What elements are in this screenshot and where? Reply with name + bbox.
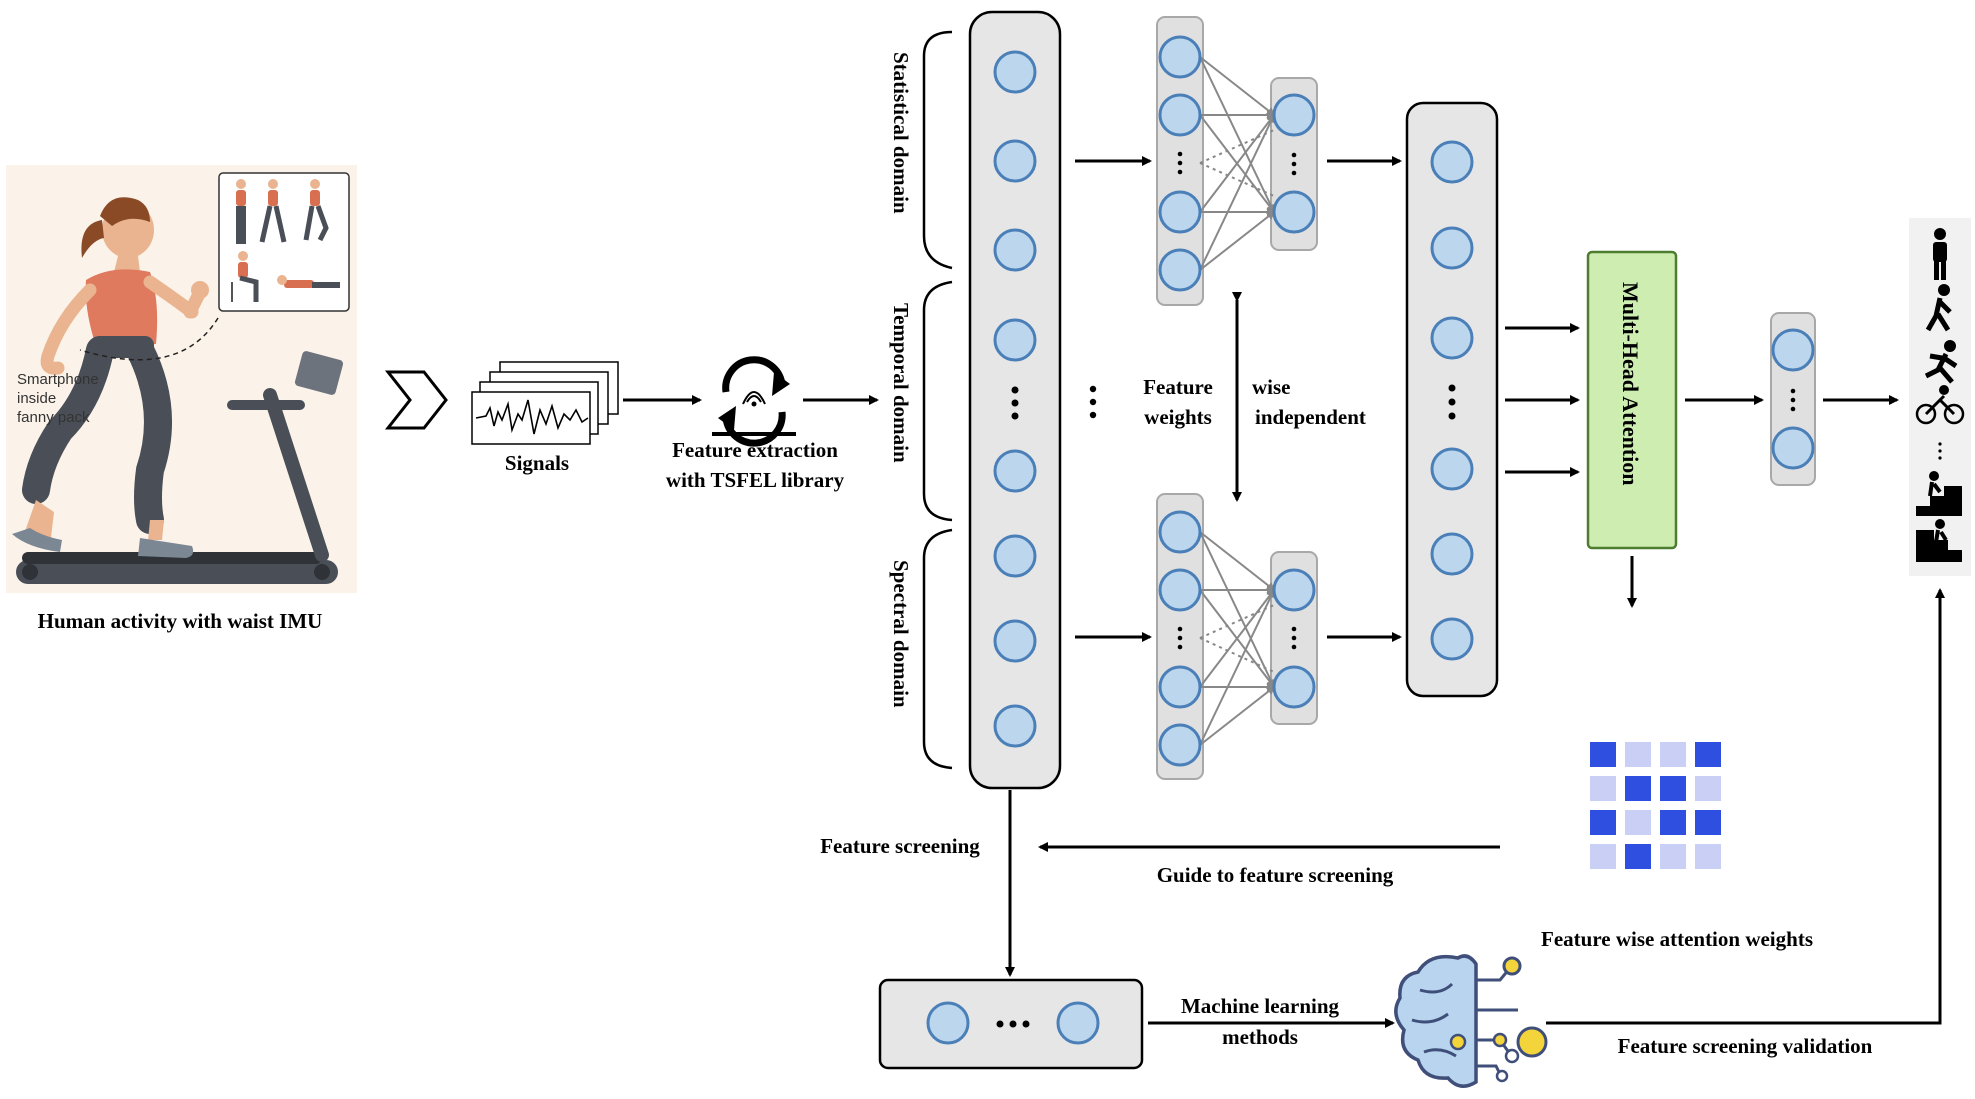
callout-line-1: Smartphone [17,371,99,388]
signals-label: Signals [505,451,569,475]
runner-figure [12,197,209,558]
attention-weights-heatmap [1590,742,1721,869]
downstairs-icon [1916,519,1962,562]
feature-node [993,50,1037,94]
upstairs-icon [1916,471,1962,516]
statistical-domain-label: Statistical domain [889,52,913,214]
temporal-domain-label: Temporal domain [889,303,913,463]
brace-statistical [922,30,953,270]
feature-node [993,228,1037,272]
left-caption: Human activity with waist IMU [38,609,323,633]
wise-line-2: independent [1255,405,1366,429]
standing-icon [1933,228,1947,280]
top-subnetwork [1156,16,1318,306]
attention-label: Multi-Head Attention [1618,282,1643,486]
bottom-subnetwork [1156,493,1318,780]
brace-temporal [922,280,953,522]
connections [1199,56,1276,271]
feature-weights-line-1: Feature [1143,375,1213,399]
domain-braces [922,30,953,770]
signals-stack-icon [471,361,619,445]
feature-node [993,534,1037,578]
feature-weights-line-2: weights [1144,405,1212,429]
feature-node [993,619,1037,663]
spectral-domain-label: Spectral domain [889,560,913,708]
feature-node [993,139,1037,183]
callout-line-2: inside [17,390,56,407]
cycling-icon [1915,385,1965,425]
ellipsis-dots [1011,386,1019,420]
extraction-line-1: Feature extraction [672,438,838,462]
merged-column [1405,101,1499,698]
wise-line-1: wise [1252,375,1291,399]
validation-label: Feature screening validation [1618,1034,1873,1058]
multi-head-attention-block [1586,250,1678,550]
activity-thumbnails-box [79,172,350,361]
feature-node [993,449,1037,493]
feature-node [993,318,1037,362]
human-activity-illustration: Smartphone inside fanny pack [6,165,357,593]
feature-column [968,10,1062,790]
walking-icon [1925,284,1952,332]
brace-spectral [922,528,953,770]
output-column [1770,312,1816,486]
treadmill-icon [16,351,344,584]
ellipsis-dots-mid [1089,385,1097,419]
running-icon [1924,340,1958,384]
selected-features-box [878,978,1144,1070]
activity-icons-panel [1909,218,1971,576]
ml-line-2: methods [1222,1025,1298,1049]
ellipsis-dots-activities [1938,442,1942,460]
refresh-fingerprint-icon [712,356,796,447]
feature-screening-label: Feature screening [820,834,980,858]
validation-arrow [1546,588,1945,1025]
guide-label: Guide to feature screening [1157,863,1394,887]
extraction-line-2: with TSFEL library [666,468,845,492]
brain-circuit-icon [1394,954,1548,1088]
feature-node [993,704,1037,748]
callout-line-3: fanny pack [17,409,90,426]
ml-line-1: Machine learning [1181,994,1340,1018]
attention-weights-label: Feature wise attention weights [1541,927,1813,951]
chevron-right-icon [384,370,448,430]
